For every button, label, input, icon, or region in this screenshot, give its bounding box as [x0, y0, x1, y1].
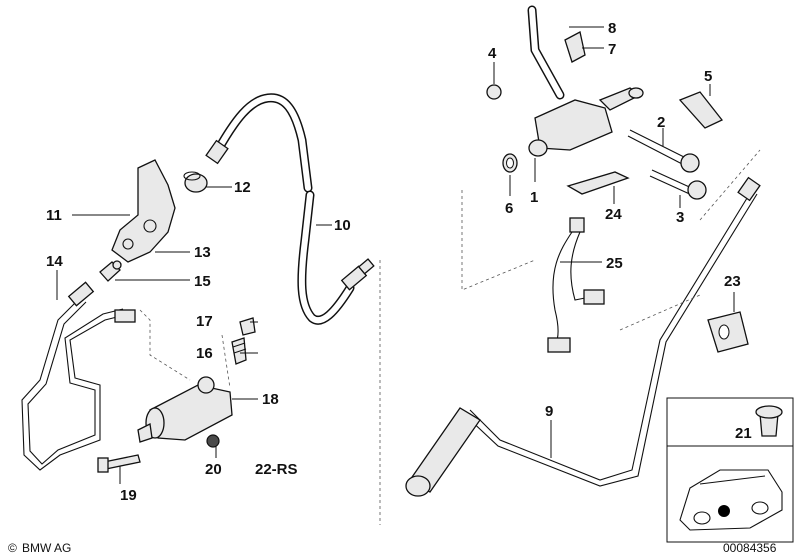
- callout-14: 14: [46, 253, 63, 270]
- callout-13: 13: [194, 244, 211, 261]
- part-1-clutch-master-cylinder: [528, 87, 644, 157]
- part-4-hex-nut: [486, 84, 502, 100]
- callout-12: 12: [234, 179, 251, 196]
- leader-lines: [56, 26, 735, 484]
- part-24-clutch-switch: [566, 171, 630, 195]
- part-7-clamp: [564, 31, 586, 63]
- part-6-o-ring: [502, 153, 518, 173]
- callout-5: 5: [704, 68, 712, 85]
- callout-21: 21: [735, 425, 752, 442]
- callout-25: 25: [606, 255, 623, 272]
- group-label: 22-RS: [255, 461, 298, 478]
- callout-11: 11: [46, 207, 62, 224]
- part-10-clutch-hose: [205, 93, 375, 325]
- callout-8: 8: [608, 20, 616, 37]
- part-12-grommet: [183, 171, 208, 193]
- callout-20: 20: [205, 461, 222, 478]
- locator-marker: [718, 505, 730, 517]
- callout-23: 23: [724, 273, 741, 290]
- callout-6: 6: [505, 200, 513, 217]
- part-3-bolt: [649, 169, 707, 200]
- callout-18: 18: [262, 391, 279, 408]
- callout-1: 1: [530, 189, 538, 206]
- part-9-pressure-line: [405, 176, 761, 497]
- part-17-cap: [239, 317, 256, 336]
- callout-4: 4: [488, 45, 497, 62]
- part-14-pressure-pipe: [21, 281, 136, 471]
- part-5-sleeve: [678, 91, 724, 129]
- callout-7: 7: [608, 41, 616, 58]
- car-locator-illustration: [679, 469, 783, 531]
- callout-3: 3: [676, 209, 684, 226]
- part-2-bolt: [627, 129, 700, 173]
- callout-24: 24: [605, 206, 622, 223]
- part-8-feed-hose: [527, 5, 565, 100]
- callout-10: 10: [334, 217, 351, 234]
- part-13-hose-fitting: [99, 260, 122, 282]
- callout-9: 9: [545, 403, 553, 420]
- part-11-bracket: [111, 159, 176, 263]
- copyright-symbol: ©: [8, 541, 17, 555]
- part-23-clip: [707, 311, 749, 353]
- part-16-bleeder-screw: [231, 337, 247, 365]
- part-25-wiring-harness: [547, 217, 605, 353]
- callout-2: 2: [657, 114, 665, 131]
- part-19-bolt: [97, 454, 141, 473]
- part-21-plug: [755, 405, 783, 437]
- callout-15: 15: [194, 273, 211, 290]
- drawing-number: 00084356: [723, 541, 777, 555]
- part-18-slave-cylinder: [137, 376, 233, 443]
- callout-16: 16: [196, 345, 213, 362]
- callout-17: 17: [196, 313, 213, 330]
- part-20-nut: [206, 434, 220, 448]
- callout-19: 19: [120, 487, 137, 504]
- brand-label: BMW AG: [22, 541, 71, 555]
